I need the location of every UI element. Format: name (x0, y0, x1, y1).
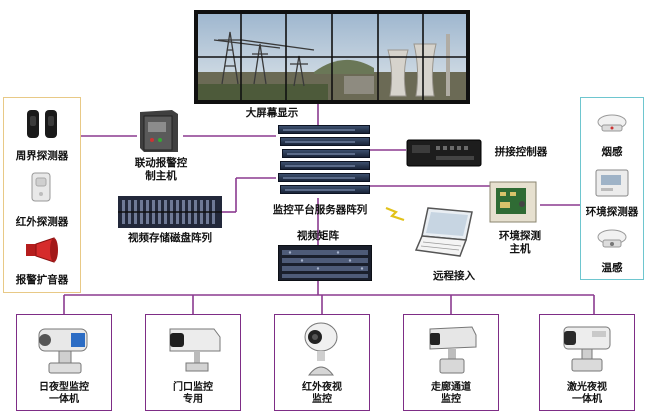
camera-box-day-night: 日夜型监控 一体机 (16, 314, 112, 411)
right-panel-label: 烟感 (601, 146, 623, 158)
right-panel-label: 温感 (601, 262, 623, 274)
camera-label: 门口监控 专用 (173, 382, 213, 405)
video-wall-icon (194, 10, 470, 104)
alarm-host-icon (140, 110, 178, 152)
left-panel-label: 报警扩音器 (15, 274, 69, 286)
camera-label: 走廊通道 监控 (431, 382, 471, 405)
ptz-camera-icon (38, 328, 88, 374)
env-host-icon (489, 181, 537, 223)
server-array-label: 监控平台服务器阵列 (272, 204, 368, 216)
storage-array-label: 视频存储磁盘阵列 (128, 232, 212, 244)
alarm-host-label: 联动报警控 制主机 (134, 157, 188, 182)
env-sensor-icon (595, 169, 629, 197)
corridor-camera-icon (429, 326, 477, 374)
right-panel-label: 环境探测器 (585, 206, 639, 218)
camera-box-door: 门口监控 专用 (145, 314, 241, 411)
beam-detector-icon (27, 110, 57, 138)
siren-icon (26, 237, 58, 263)
storage-array-icon (118, 196, 222, 228)
wireless-icon (385, 206, 405, 222)
smoke-detector-icon (597, 114, 627, 132)
left-panel-label: 红外探测器 (15, 216, 69, 228)
box-camera-icon (169, 328, 221, 372)
left-panel-label: 周界探测器 (15, 150, 69, 162)
camera-box-corridor: 走廊通道 监控 (403, 314, 499, 411)
remote-access-label: 远程接入 (433, 270, 475, 282)
env-host-label: 环境探测 主机 (499, 230, 541, 255)
camera-box-ir: 红外夜视 监控 (274, 314, 370, 411)
server-array-icon (278, 125, 370, 201)
heat-detector-icon (597, 229, 627, 248)
splice-controller-label: 拼接控制器 (494, 146, 548, 158)
camera-box-laser: 激光夜视 一体机 (539, 314, 635, 411)
laser-camera-icon (563, 326, 611, 372)
laptop-icon[interactable] (414, 206, 476, 258)
video-wall-label: 大屏幕显示 (245, 107, 299, 119)
pir-detector-icon (31, 172, 51, 202)
ir-dome-camera-icon (304, 322, 338, 376)
camera-label: 红外夜视 监控 (302, 382, 342, 405)
splice-controller-icon (406, 139, 482, 167)
video-matrix-icon (278, 245, 372, 281)
camera-label: 激光夜视 一体机 (567, 382, 607, 405)
camera-label: 日夜型监控 一体机 (39, 382, 89, 405)
video-matrix-label: 视频矩阵 (297, 230, 339, 242)
